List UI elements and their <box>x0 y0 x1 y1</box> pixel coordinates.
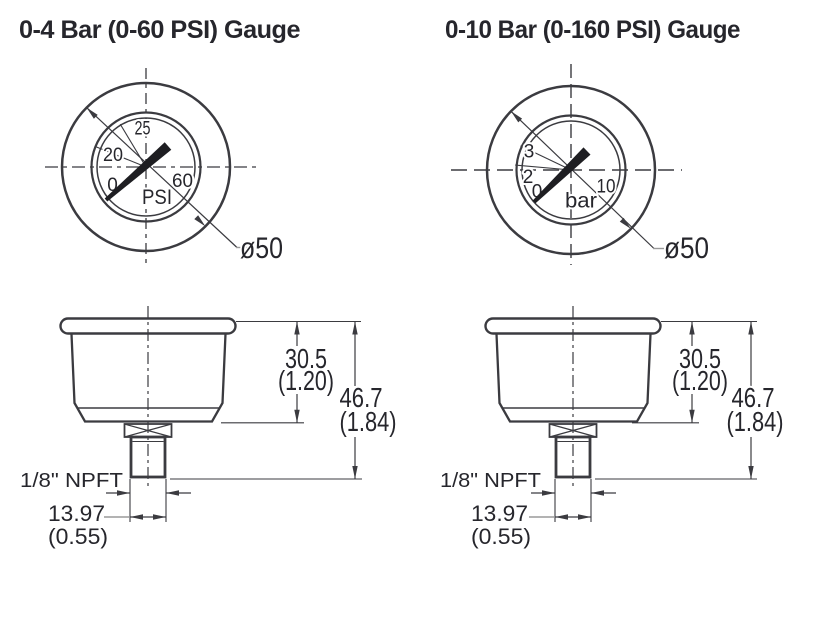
left-dial-label-25: 25 <box>135 119 151 140</box>
left-dim-467-mm: 46.7 <box>340 382 383 413</box>
left-side-threaded-stem <box>129 435 167 479</box>
right-dial-label-3: 3 <box>524 142 535 163</box>
right-dial-tick-upper <box>520 145 572 171</box>
left-dim-305-mm: 30.5 <box>285 343 327 374</box>
right-gauge-front-view: 3 2 0 10 bar ø50 <box>451 64 711 267</box>
right-dim-1397-mm: 13.97 <box>471 501 528 526</box>
left-gauge-needle <box>104 142 172 202</box>
left-dim-305-in: (1.20) <box>278 365 334 396</box>
left-thread-label: 1/8" NPFT <box>20 470 123 492</box>
right-side-bezel-cap <box>484 317 662 335</box>
right-dim-305-in: (1.20) <box>672 365 728 396</box>
right-gauge-needle <box>532 147 591 204</box>
right-side-nut-cross-2 <box>549 423 597 438</box>
right-dial-unit: bar <box>565 190 597 213</box>
right-dim-467-mm: 46.7 <box>732 382 775 413</box>
right-side-body <box>495 333 652 423</box>
left-dim-1397-mm: 13.97 <box>48 501 105 526</box>
left-diameter-dimension-line <box>86 107 238 248</box>
right-dim-305-mm: 30.5 <box>679 343 721 374</box>
right-gauge-bezel-circle <box>515 114 627 226</box>
left-diameter-label: ø50 <box>240 232 283 265</box>
right-thread-label: 1/8" NPFT <box>440 470 541 492</box>
left-dim-467-in: (1.84) <box>340 406 397 437</box>
right-gauge-dial-circle <box>521 120 621 220</box>
left-gauge-front-view: 25 20 0 60 PSI ø50 <box>45 68 285 267</box>
right-gauge-side-view: 30.5 (1.20) 46.7 (1.84) 1/8" NPFT 13.97 … <box>438 306 786 551</box>
left-gauge-bezel-circle <box>90 111 202 223</box>
left-dial-tick-lower <box>95 146 147 168</box>
left-dim-1397-in: (0.55) <box>48 524 108 549</box>
left-side-body <box>70 333 227 423</box>
right-diameter-dimension-line <box>510 110 655 249</box>
right-dial-label-10: 10 <box>597 177 616 198</box>
right-dim-467-in: (1.84) <box>727 406 784 437</box>
right-gauge-title: 0-10 Bar (0-160 PSI) Gauge <box>445 16 741 44</box>
left-dial-unit: PSI <box>142 186 172 209</box>
right-diameter-label: ø50 <box>664 232 709 265</box>
right-dial-label-2: 2 <box>523 167 534 188</box>
left-side-nut-cross-2 <box>124 423 172 438</box>
right-side-threaded-stem <box>554 435 592 479</box>
left-gauge-title: 0-4 Bar (0-60 PSI) Gauge <box>19 16 301 44</box>
right-dial-tick-lower <box>515 164 572 171</box>
right-dim-1397-in: (0.55) <box>471 524 531 549</box>
left-dial-tick-upper <box>119 123 147 168</box>
left-side-bezel-cap <box>59 317 237 335</box>
left-gauge-dial-circle <box>96 117 196 217</box>
left-dial-label-20: 20 <box>103 145 123 166</box>
right-gauge-outer-circle <box>485 84 657 256</box>
left-dial-label-60: 60 <box>172 171 193 192</box>
left-gauge-outer-circle <box>60 81 232 253</box>
left-gauge-side-view: 30.5 (1.20) 46.7 (1.84) 1/8" NPFT 13.97 … <box>18 306 399 551</box>
